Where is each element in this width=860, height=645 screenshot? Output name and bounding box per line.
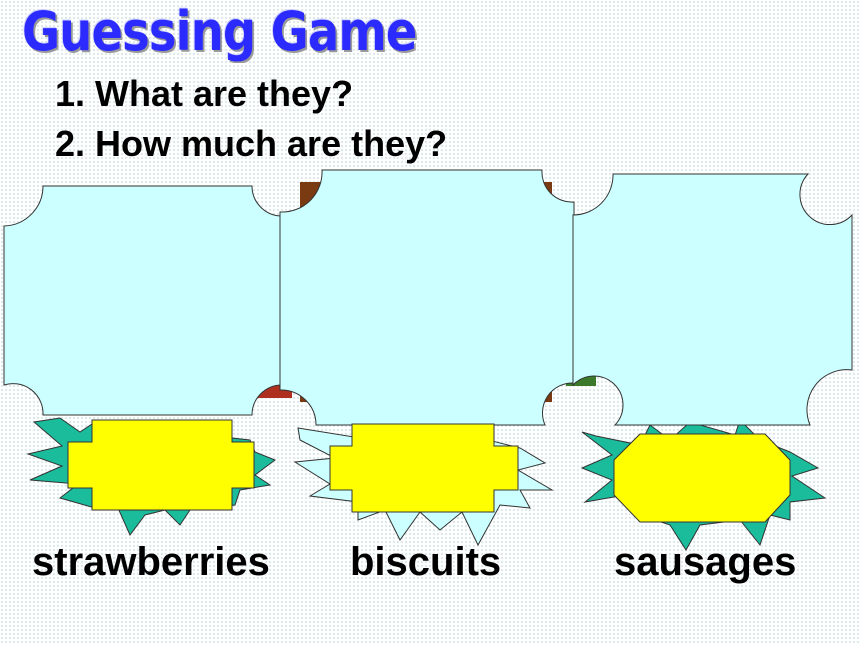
price-tag-strawberries[interactable]	[67, 419, 255, 511]
label-sausages: sausages	[614, 540, 797, 584]
item-biscuits[interactable]	[279, 169, 575, 547]
question-how-much: 2. How much are they?	[55, 123, 448, 164]
label-strawberries: strawberries	[32, 540, 270, 584]
price-tag-biscuits[interactable]	[329, 423, 519, 513]
price-tag-sausages[interactable]	[613, 433, 791, 523]
cover-card-strawberries[interactable]	[3, 185, 283, 416]
cover-card-sausages[interactable]	[572, 173, 853, 426]
question-what: 1. What are they?	[55, 73, 354, 114]
item-strawberries[interactable]	[3, 185, 283, 536]
cover-card-biscuits[interactable]	[279, 169, 575, 426]
game-title: Guessing Game	[22, 0, 417, 63]
label-biscuits: biscuits	[350, 540, 502, 584]
item-sausages[interactable]	[572, 173, 853, 551]
